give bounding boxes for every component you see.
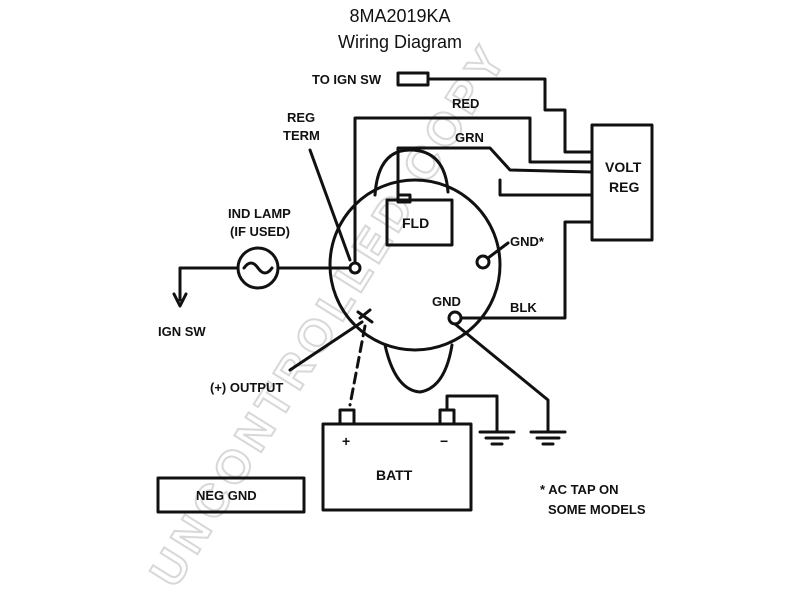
volt-reg-label-line1: VOLT — [605, 159, 642, 175]
diagram-title: 8MA2019KA — [349, 6, 451, 26]
volt-reg-box — [590, 123, 654, 242]
output-pointer — [288, 320, 364, 372]
red-wire — [353, 116, 594, 272]
grn-label: GRN — [455, 130, 484, 145]
output-terminal — [356, 308, 374, 324]
ground-symbol-alternator — [529, 430, 567, 446]
reg-term-label-line1: REG — [287, 110, 315, 125]
battery — [321, 422, 473, 512]
ac-tap-note-line1: * AC TAP ON — [540, 482, 619, 497]
ind-lamp-label-line2: (IF USED) — [230, 224, 290, 239]
reg-term-label-line2: TERM — [283, 128, 320, 143]
battery-minus-label: − — [440, 433, 448, 449]
alternator-top-housing — [373, 148, 450, 197]
lamp-to-ign-wire — [178, 266, 240, 302]
gnd-label: GND — [432, 294, 461, 309]
gnd-terminal — [447, 310, 463, 326]
neg-gnd-label: NEG GND — [196, 488, 257, 503]
output-to-battery-wire — [348, 324, 367, 407]
lamp-filament — [242, 261, 274, 275]
ign-sw-wire — [426, 77, 594, 154]
reg-term-pointer — [308, 148, 352, 262]
alternator-body — [328, 178, 502, 352]
fld-terminal-box — [385, 198, 454, 247]
grn-wire — [396, 146, 594, 200]
battery-ground-wire — [445, 394, 499, 434]
fld-label: FLD — [402, 215, 429, 231]
gnd-ac-tap-terminal — [475, 254, 491, 270]
red-label: RED — [452, 96, 479, 111]
neg-gnd-box — [156, 476, 306, 514]
ground-symbol-battery — [478, 430, 516, 446]
gnd-ground-wire — [453, 322, 550, 432]
gnd-ac-tap-label: GND* — [510, 234, 545, 249]
diagram-subtitle: Wiring Diagram — [337, 32, 463, 52]
alternator-bottom-housing — [383, 343, 454, 394]
volt-reg-label-line2: REG — [609, 179, 639, 195]
ign-sw-label: IGN SW — [158, 324, 206, 339]
battery-negative-post — [438, 408, 456, 426]
to-ign-sw-label: TO IGN SW — [312, 72, 382, 87]
battery-positive-post — [338, 408, 356, 426]
ign-sw-connector — [396, 71, 430, 87]
output-label: (+) OUTPUT — [210, 380, 283, 395]
ind-lamp-label-line1: IND LAMP — [228, 206, 291, 221]
battery-plus-label: + — [342, 433, 350, 449]
battery-label: BATT — [376, 467, 413, 483]
blk-wire — [453, 220, 594, 320]
gnd-ac-tap-pointer — [486, 241, 510, 260]
blk-label: BLK — [510, 300, 537, 315]
ign-arrow — [172, 292, 188, 308]
reg-internal-wire — [498, 178, 594, 197]
ac-tap-note-line2: SOME MODELS — [548, 502, 646, 517]
